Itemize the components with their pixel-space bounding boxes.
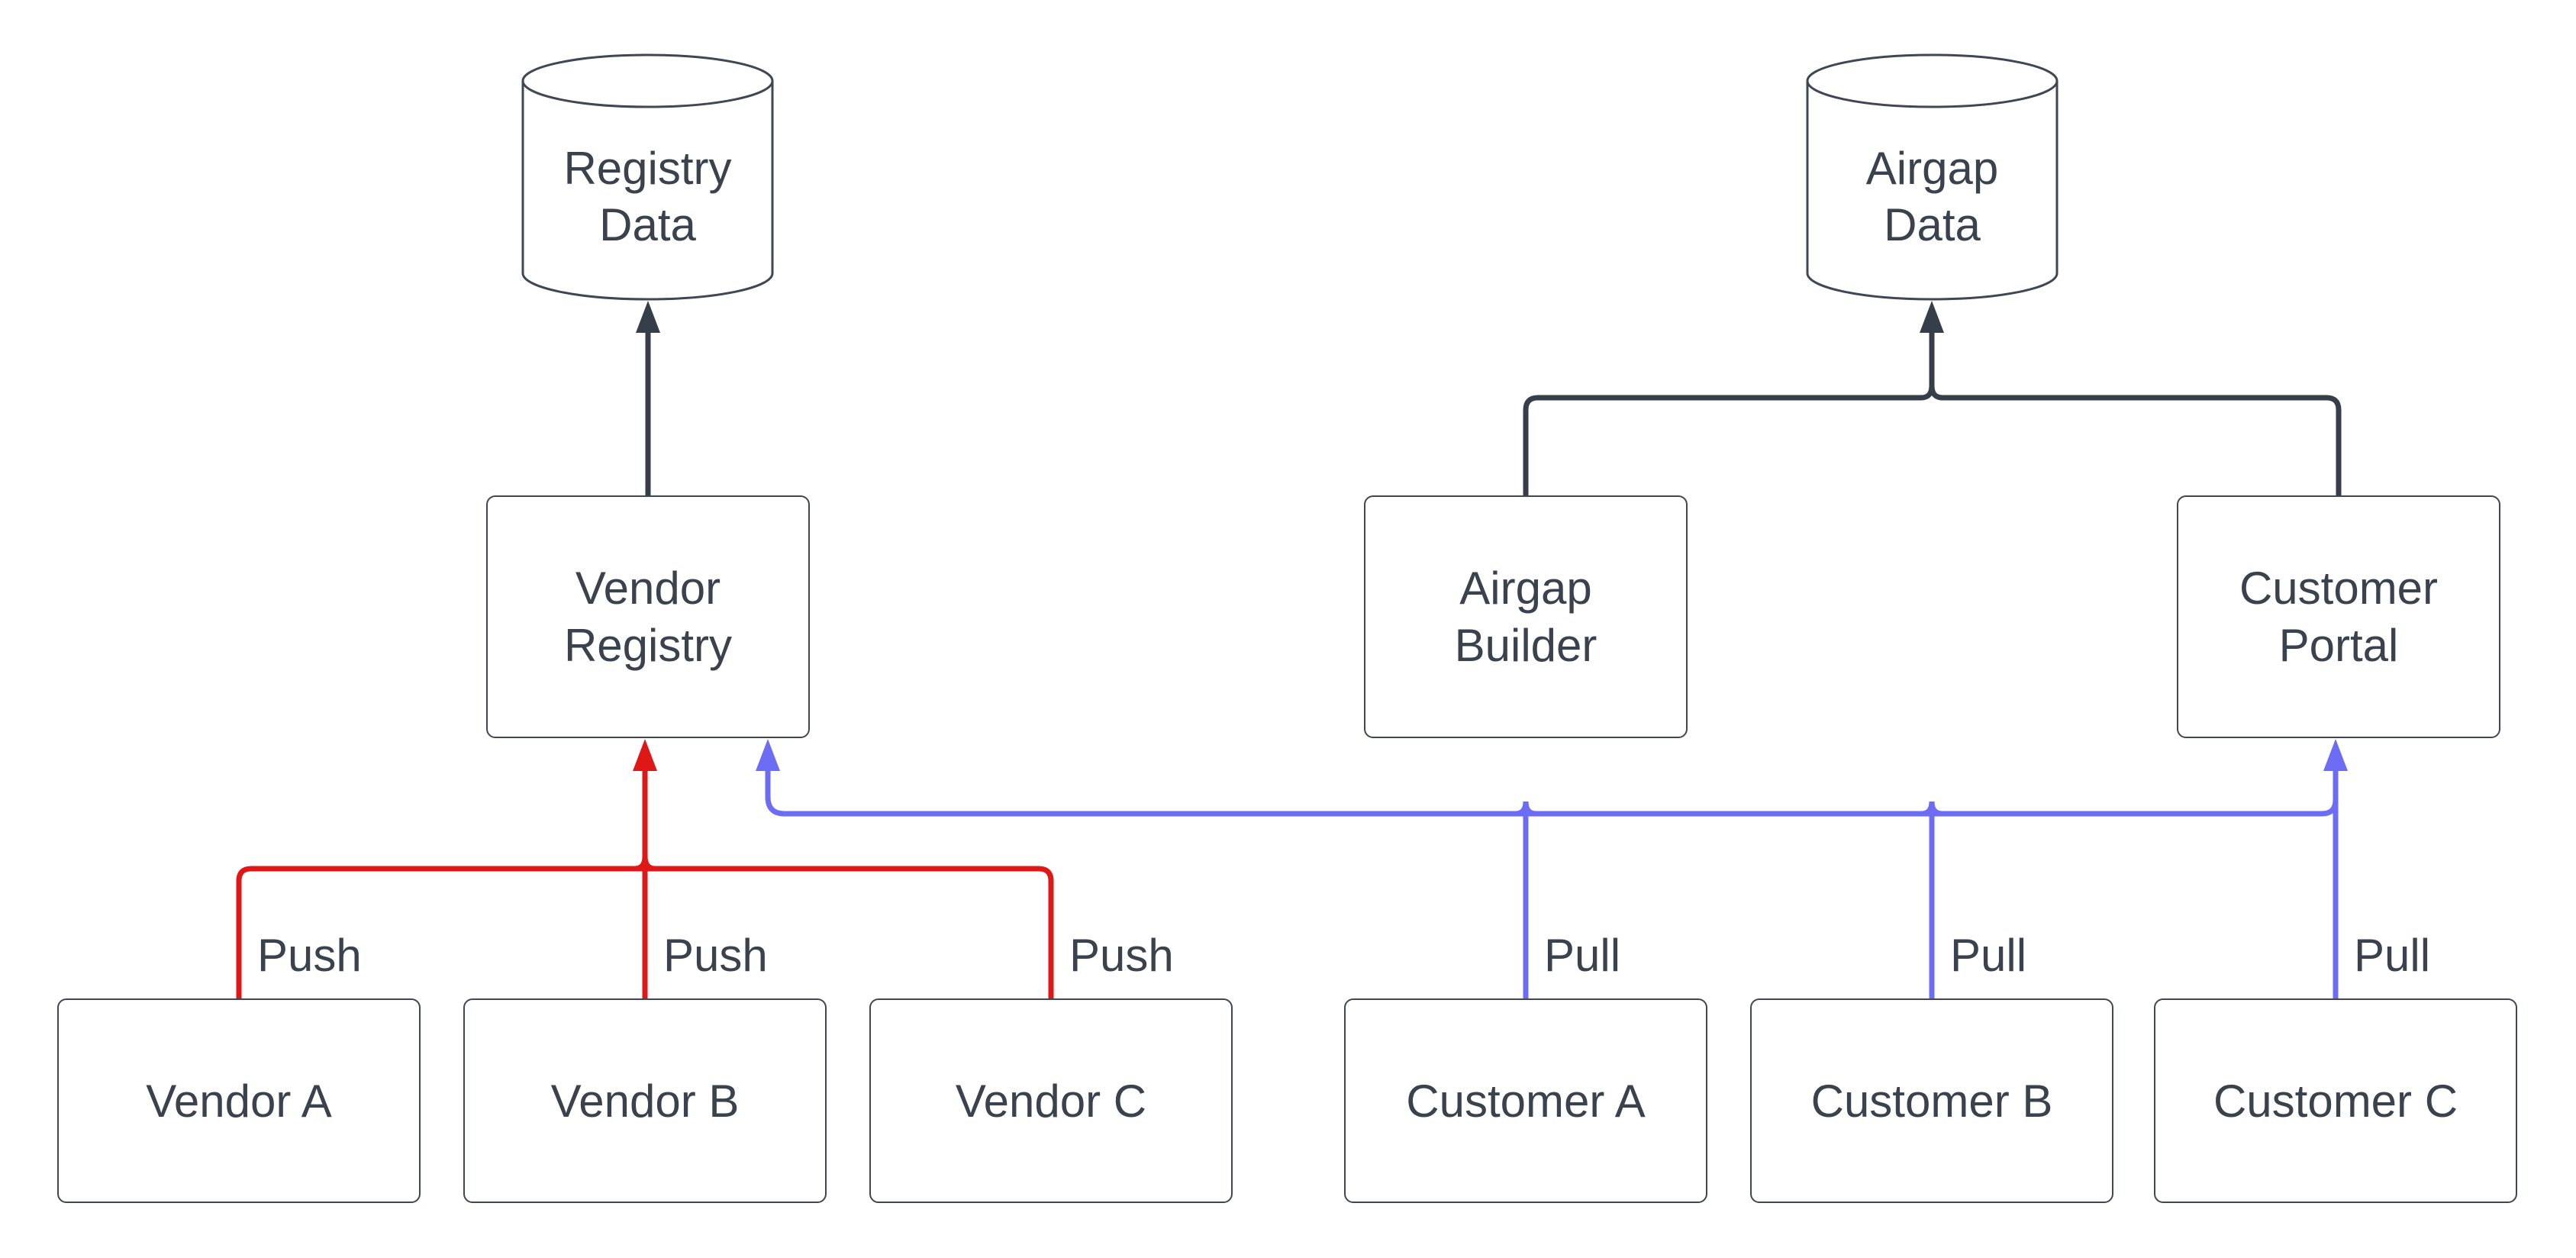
- vendor-b-node: Vendor B: [463, 998, 827, 1203]
- airgap-data-cylinder-body: [1806, 81, 2059, 301]
- airgap-data-label: Airgap Data: [1807, 140, 2057, 253]
- airgap-data-label-line2: Data: [1884, 199, 1981, 250]
- registry-data-label-line1: Registry: [563, 143, 732, 194]
- vendor-registry-label-line2: Registry: [563, 620, 733, 671]
- customer-a-node: Customer A: [1344, 998, 1707, 1203]
- vendor-a-node: Vendor A: [57, 998, 421, 1203]
- airgap-builder-label: Airgap Builder: [1455, 560, 1598, 674]
- pull-junction-a-fillet-right: [1523, 801, 1537, 817]
- customer-portal-node: Customer Portal: [2177, 495, 2500, 738]
- customer-a-label: Customer A: [1406, 1075, 1646, 1127]
- customer-b-node: Customer B: [1750, 998, 2113, 1203]
- airgap-data-arrowhead: [1920, 301, 1944, 333]
- airgap-data-cylinder-top: [1806, 53, 2059, 108]
- registry-data-label: Registry Data: [523, 140, 772, 253]
- pull-label-customer-b: Pull: [1950, 930, 2027, 981]
- vendor-a-label: Vendor A: [146, 1075, 332, 1127]
- push-label-vendor-a: Push: [257, 930, 362, 981]
- registry-data-label-line2: Data: [599, 199, 696, 250]
- airgap-builder-to-airgap-data-line: [1523, 385, 1935, 498]
- customer-portal-to-airgap-data-line: [1929, 385, 2342, 498]
- registry-data-cylinder-body: [521, 81, 774, 301]
- airgap-builder-label-line1: Airgap: [1459, 563, 1592, 614]
- push-junction-fillet-right: [642, 856, 656, 872]
- customer-portal-label: Customer Portal: [2239, 560, 2438, 674]
- pull-label-customer-a: Pull: [1544, 930, 1621, 981]
- customer-portal-label-line1: Customer: [2239, 563, 2439, 614]
- customer-c-label: Customer C: [2213, 1075, 2458, 1127]
- vendor-c-node: Vendor C: [869, 998, 1233, 1203]
- vendor-registry-pull-arrowhead: [756, 739, 780, 771]
- customer-c-node: Customer C: [2154, 998, 2517, 1203]
- airgap-builder-label-line2: Builder: [1454, 620, 1598, 671]
- registry-data-arrowhead: [636, 301, 660, 333]
- airgap-builder-node: Airgap Builder: [1364, 495, 1688, 738]
- pull-junction-b-fillet-right: [1929, 801, 1943, 817]
- airgap-data-label-line1: Airgap: [1865, 143, 1999, 194]
- customer-portal-label-line2: Portal: [2278, 620, 2399, 671]
- vendor-b-label: Vendor B: [550, 1075, 740, 1127]
- vendor-registry-node: Vendor Registry: [486, 495, 810, 738]
- pull-channel-line: [765, 769, 2339, 817]
- vendor-registry-label-line1: Vendor: [575, 563, 721, 614]
- customer-b-label: Customer B: [1810, 1075, 2053, 1127]
- vendor-c-label: Vendor C: [955, 1075, 1147, 1127]
- registry-data-cylinder-top: [521, 53, 774, 108]
- push-label-vendor-c: Push: [1069, 930, 1174, 981]
- customer-portal-pull-arrowhead: [2323, 739, 2348, 771]
- push-label-vendor-b: Push: [663, 930, 768, 981]
- pull-label-customer-c: Pull: [2354, 930, 2431, 981]
- vendor-registry-label: Vendor Registry: [564, 560, 732, 674]
- vendor-registry-push-arrowhead: [633, 739, 657, 771]
